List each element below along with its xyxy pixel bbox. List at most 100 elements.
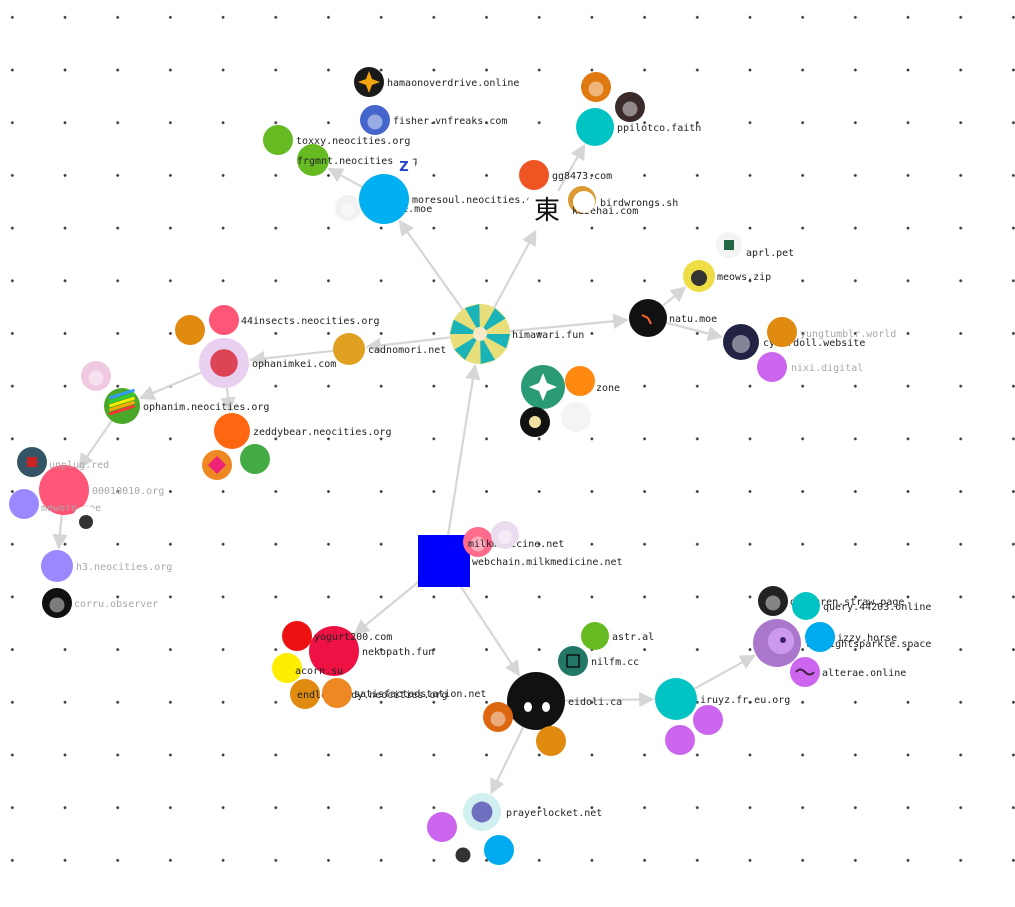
node-unplug[interactable]: unplug.red <box>17 447 109 477</box>
node-label[interactable]: aprl.pet <box>746 248 794 259</box>
node-label[interactable]: query.44203.online <box>823 602 931 613</box>
node-zeddy-b[interactable] <box>240 444 270 474</box>
node-touhou[interactable]: 東 <box>525 188 569 232</box>
node-nekopath[interactable]: nekopath.fun <box>309 626 434 676</box>
node-label[interactable]: h3.neocities.org <box>76 562 172 573</box>
node-label[interactable]: ophanimkei.com <box>252 359 336 370</box>
node-label[interactable]: kazehai.com <box>572 206 638 217</box>
node-label[interactable]: zeddybear.neocities.org <box>253 427 391 438</box>
node-meows[interactable]: meows.zip <box>683 260 771 292</box>
node-label[interactable]: iruyz.fr.eu.org <box>700 695 790 706</box>
node-o10[interactable]: 00010010.org <box>39 465 164 515</box>
node-iruyz[interactable]: iruyz.fr.eu.org <box>655 678 790 720</box>
node-label[interactable]: yogurt200.com <box>314 632 392 643</box>
node-zeddy-a[interactable] <box>202 450 232 480</box>
node-label[interactable]: eidoli.ca <box>568 697 622 708</box>
node-label[interactable]: gg8473.com <box>552 171 612 182</box>
node-alterae[interactable]: alterae.online <box>790 657 906 687</box>
node-label[interactable]: yungtumblr.world <box>800 329 896 340</box>
node-pray-b[interactable] <box>448 838 478 868</box>
node-label[interactable]: alterae.online <box>822 668 906 679</box>
node-moresoul[interactable]: moresoul.neocities.org <box>359 174 544 224</box>
node-fisher[interactable]: fisher.vnfreaks.com <box>360 105 507 135</box>
node-frgmnt[interactable]: frgmnt.neocities.org <box>297 144 417 176</box>
node-h3[interactable]: h3.neocities.org <box>41 550 172 582</box>
node-iruyz-b[interactable] <box>665 725 695 755</box>
node-pray-c[interactable] <box>484 835 514 865</box>
node-label[interactable]: nixi.digital <box>791 363 863 374</box>
node-insects[interactable]: 44insects.neocities.org <box>209 305 379 335</box>
node-label[interactable]: webchain.milkmedicine.net <box>472 557 623 568</box>
node-label[interactable]: acorn.su <box>295 666 343 677</box>
node-ppilot-a[interactable] <box>581 72 611 102</box>
node-eidoli-b[interactable] <box>536 726 566 756</box>
node-milkmedicine[interactable]: milkmedicine.net <box>463 527 564 557</box>
node-label[interactable]: meows.zip <box>717 272 771 283</box>
node-label[interactable]: milkmedicine.net <box>468 539 564 550</box>
node-astral[interactable]: astr.al <box>581 622 654 650</box>
node-label[interactable]: meworo.moe <box>41 503 101 514</box>
node-label[interactable]: cyberdoll.website <box>763 338 865 349</box>
node-label[interactable]: birdwrongs.sh <box>600 198 678 209</box>
node-izzy[interactable]: izzy.horse <box>805 622 897 652</box>
node-label[interactable]: natu.moe <box>669 314 717 325</box>
node-label[interactable]: 00010010.org <box>92 486 164 497</box>
node-ppilot-b[interactable] <box>615 92 645 122</box>
node-gg8473[interactable]: gg8473.com <box>519 160 612 190</box>
node-label[interactable]: 44insects.neocities.org <box>241 316 379 327</box>
node-label[interactable]: endlessbody.neocities.org <box>297 690 448 701</box>
node-pray-a[interactable] <box>427 812 457 842</box>
node-nilfm[interactable]: nilfm.cc <box>558 646 639 676</box>
node-label[interactable]: moresoul.neocities.org <box>412 195 544 206</box>
node-orange-op[interactable] <box>175 315 205 345</box>
node-label[interactable]: twilightsparkle.space <box>805 639 931 650</box>
node-label[interactable]: zone <box>596 383 620 394</box>
node-meworo[interactable]: meworo.moe <box>9 489 101 519</box>
node-label[interactable]: satisfactedstation.net <box>354 689 486 700</box>
node-label[interactable]: corru.observer <box>74 599 158 610</box>
node-label[interactable]: nekopath.fun <box>362 647 434 658</box>
node-zone-a[interactable] <box>521 365 565 409</box>
node-eidoli[interactable]: eidoli.ca <box>507 672 622 730</box>
node-label[interactable]: himawari.fun <box>512 330 584 341</box>
node-endlessbody[interactable]: endlessbody.neocities.org <box>290 679 448 709</box>
node-zone[interactable]: zone <box>565 366 620 396</box>
node-satisfaction[interactable]: satisfactedstation.net <box>322 678 486 708</box>
node-hamaon[interactable]: hamaonoverdrive.online <box>354 67 519 97</box>
node-webchain[interactable]: webchain.milkmedicine.net <box>418 535 623 587</box>
node-label[interactable]: frgmnt.neocities.org <box>297 156 417 167</box>
node-yung[interactable]: yungtumblr.world <box>767 317 896 347</box>
node-corru[interactable]: corru.observer <box>42 588 158 618</box>
node-twilight[interactable]: twilightsparkle.space <box>753 619 931 667</box>
node-cyberdoll[interactable]: cyberdoll.website <box>723 324 865 360</box>
node-label[interactable]: hamaonoverdrive.online <box>387 78 519 89</box>
node-o10-cat[interactable] <box>72 506 100 534</box>
node-ophanimkei[interactable]: ophanimkei.com <box>199 338 336 388</box>
node-ppilotco[interactable]: ppilotco.faith <box>576 108 701 146</box>
node-label[interactable]: fisher.vnfreaks.com <box>393 116 507 127</box>
node-zt-badge[interactable]: Z <box>393 155 415 177</box>
node-label[interactable]: prayerlocket.net <box>506 808 602 819</box>
node-zeddy[interactable]: zeddybear.neocities.org <box>214 413 391 449</box>
node-acorn[interactable]: acorn.su <box>272 653 343 683</box>
node-toxxy[interactable]: toxxy.neocities.org <box>263 125 410 155</box>
node-label[interactable]: cadnomori.net <box>368 345 446 356</box>
node-zone-c[interactable] <box>561 402 591 432</box>
node-pink-op[interactable] <box>81 361 111 391</box>
node-iruyz-a[interactable] <box>693 705 723 735</box>
node-natu[interactable]: natu.moe <box>629 299 717 337</box>
node-ophanimneo[interactable]: ophanim.neocities.org <box>104 388 269 424</box>
node-label[interactable]: ppilotco.faith <box>617 123 701 134</box>
node-nixi[interactable]: nixi.digital <box>757 352 863 382</box>
node-label[interactable]: nilfm.cc <box>591 657 639 668</box>
node-cadnomori[interactable]: cadnomori.net <box>333 333 446 365</box>
node-dhalgren[interactable]: dhalgren.straw.page <box>758 586 904 616</box>
node-label[interactable]: izzy.horse <box>837 633 897 644</box>
node-label[interactable]: unplug.red <box>49 460 109 471</box>
node-query[interactable]: query.44203.online <box>792 592 931 620</box>
node-himawari[interactable]: himawari.fun <box>450 304 584 364</box>
node-birdwrongs[interactable]: birdwrongs.sh <box>573 191 678 213</box>
node-eidoli-a[interactable] <box>483 702 513 732</box>
